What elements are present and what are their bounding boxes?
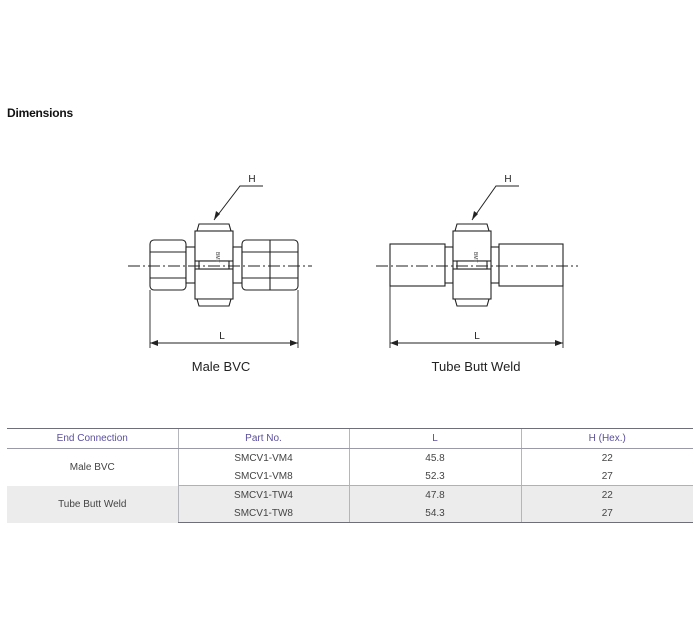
caption-male-bvc: Male BVC <box>191 359 251 374</box>
h-cell: 22 <box>520 448 693 467</box>
body-stamp-2: BMT <box>472 252 478 263</box>
dimensions-table: End Connection Part No. L H (Hex.) Male … <box>7 428 693 523</box>
end-connection-cell: Tube Butt Weld <box>7 485 178 523</box>
part-no-cell: SMCV1-TW4 <box>177 485 349 504</box>
h-cell: 27 <box>520 504 693 523</box>
table-row: SMCV1-VM8 52.3 27 <box>7 467 693 486</box>
h-cell: 22 <box>520 485 693 504</box>
tube-butt-weld-drawing <box>389 223 564 307</box>
l-cell: 54.3 <box>348 504 521 523</box>
part-no-cell: SMCV1-TW8 <box>177 504 349 523</box>
part-no-cell: SMCV1-VM4 <box>177 448 349 467</box>
col-header-l: L <box>348 428 521 449</box>
section-title: Dimensions <box>7 106 74 120</box>
male-bvc-drawing <box>149 223 299 307</box>
end-connection-cell: Male BVC <box>69 461 115 473</box>
col-header-end-connection: End Connection <box>7 428 178 449</box>
l-cell: 47.8 <box>348 485 521 504</box>
col-header-hex: H (Hex.) <box>520 428 693 449</box>
length-label-1: L <box>219 331 225 342</box>
h-cell: 27 <box>520 467 693 486</box>
table-row: Male BVC SMCV1-VM4 45.8 22 <box>7 448 693 473</box>
col-header-part-no: Part No. <box>177 428 349 449</box>
table-header-row: End Connection Part No. L H (Hex.) <box>7 428 693 449</box>
part-no-cell: SMCV1-VM8 <box>177 467 349 486</box>
caption-tube-butt-weld: Tube Butt Weld <box>431 359 521 374</box>
body-stamp-1: BMT <box>214 252 220 263</box>
hex-label-2: H <box>504 174 511 185</box>
l-cell: 52.3 <box>348 467 521 486</box>
l-cell: 45.8 <box>348 448 521 467</box>
table-row: SMCV1-TW8 54.3 27 <box>7 504 693 523</box>
table-row: Tube Butt Weld SMCV1-TW4 47.8 22 <box>7 485 693 523</box>
length-label-2: L <box>474 331 480 342</box>
dimension-drawings: H L H L BMT BMT <box>128 174 578 348</box>
hex-leader-1 <box>213 185 263 221</box>
hex-label-1: H <box>248 174 255 185</box>
hex-leader-2 <box>471 185 519 221</box>
